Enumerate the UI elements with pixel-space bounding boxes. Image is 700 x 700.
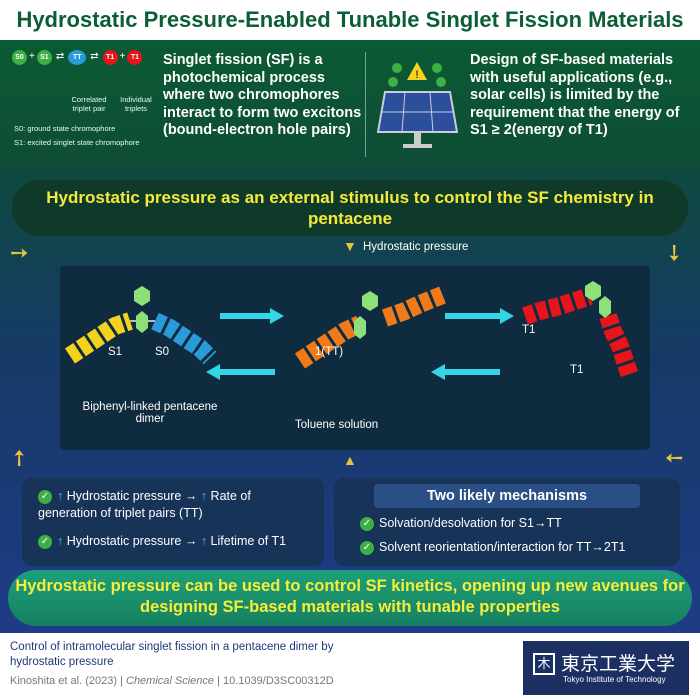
t1-badge: T1 [127, 50, 143, 65]
check-icon: ✓ [38, 489, 52, 504]
t-label: Individual triplets [120, 95, 152, 113]
findings-box: ✓↑ Hydrostatic pressure → ↑ Rate of gene… [22, 478, 324, 566]
up-arrow-icon: ↑ [57, 534, 67, 548]
forward-arrow-icon [445, 308, 514, 324]
divider [365, 52, 366, 157]
s1-label: S1 [108, 346, 123, 358]
svg-text:!: ! [415, 69, 418, 81]
up-arrow-icon: ↑ [200, 534, 211, 548]
tt-label: 1(TT) [315, 346, 344, 358]
legend-s1: S1: excited singlet state chromophore [14, 138, 140, 147]
citation-footer: Control of intramolecular singlet fissio… [0, 630, 700, 700]
sf-definition: Singlet fission (SF) is a photochemical … [163, 52, 362, 138]
check-icon: ✓ [360, 516, 374, 531]
forward-arrow-icon [220, 308, 284, 324]
solar-panel-icon: ! [375, 62, 460, 152]
paper-title: Control of intramolecular singlet fissio… [10, 641, 334, 668]
t1-badge: T1 [102, 50, 118, 65]
finding-item: ✓↑ Hydrostatic pressure → ↑ Rate of gene… [38, 489, 251, 520]
sf-scheme: S0 + S1 ⇄ TT ⇄ T1 + T1 [12, 50, 162, 65]
s0-badge: S0 [12, 50, 27, 65]
stimulus-banner: Hydrostatic pressure as an external stim… [12, 180, 688, 236]
intro-section: S0 + S1 ⇄ TT ⇄ T1 + T1 Correlated triple… [0, 40, 700, 166]
up-arrow-icon: ↑ [57, 489, 67, 503]
backward-arrow-icon [206, 364, 275, 380]
check-icon: ✓ [360, 540, 374, 555]
reaction-diagram: S1 S0 1(TT) T1 T1 Biphenyl-linked pentac… [60, 266, 650, 450]
triplet-molecule [522, 281, 639, 379]
check-icon: ✓ [38, 534, 52, 549]
mechanism-item: ✓Solvent reorientation/interaction for T… [360, 540, 625, 555]
mechanisms-box: Two likely mechanisms ✓Solvation/desolva… [334, 478, 680, 566]
t1-label: T1 [522, 324, 536, 336]
university-logo: 木 東京工業大学 Tokyo Institute of Technology [523, 641, 689, 695]
dimer-label: Biphenyl-linked pentacene dimer [82, 401, 218, 425]
s0-label: S0 [155, 346, 170, 358]
page-title: Hydrostatic Pressure-Enabled Tunable Sin… [16, 7, 684, 32]
design-limitation: Design of SF-based materials with useful… [470, 52, 680, 138]
legend-s0: S0: ground state chromophore [14, 124, 116, 133]
mechanisms-title: Two likely mechanisms [374, 484, 640, 508]
s1-badge: S1 [36, 50, 52, 65]
finding-item: ✓↑ Hydrostatic pressure → ↑ Lifetime of … [38, 534, 308, 549]
tt-badge: TT [68, 50, 87, 65]
equilibrium-arrow: ⇄ [90, 51, 99, 62]
logo-emblem-icon: 木 [533, 653, 555, 675]
mechanism-item: ✓Solvation/desolvation for S1→TT [360, 516, 562, 531]
citation: Kinoshita et al. (2023) | Chemical Scien… [10, 675, 334, 687]
conclusion-banner: Hydrostatic pressure can be used to cont… [8, 570, 692, 626]
tt-label: Correlated triplet pair [71, 95, 107, 113]
equilibrium-arrow: ⇄ [55, 51, 65, 62]
solution-label: Toluene solution [295, 419, 379, 431]
arrow-up-icon: ▲ [343, 452, 357, 468]
tt-molecule [295, 285, 449, 369]
pentacene-dimer-molecule [65, 286, 217, 365]
up-arrow-icon: ↑ [200, 489, 211, 503]
backward-arrow-icon [431, 364, 500, 380]
t1-label: T1 [570, 364, 584, 376]
pressure-label: Hydrostatic pressure [363, 241, 469, 253]
doi-link[interactable]: 10.1039/D3SC00312D [223, 675, 334, 687]
arrow-down-icon: ▼ [343, 238, 357, 254]
